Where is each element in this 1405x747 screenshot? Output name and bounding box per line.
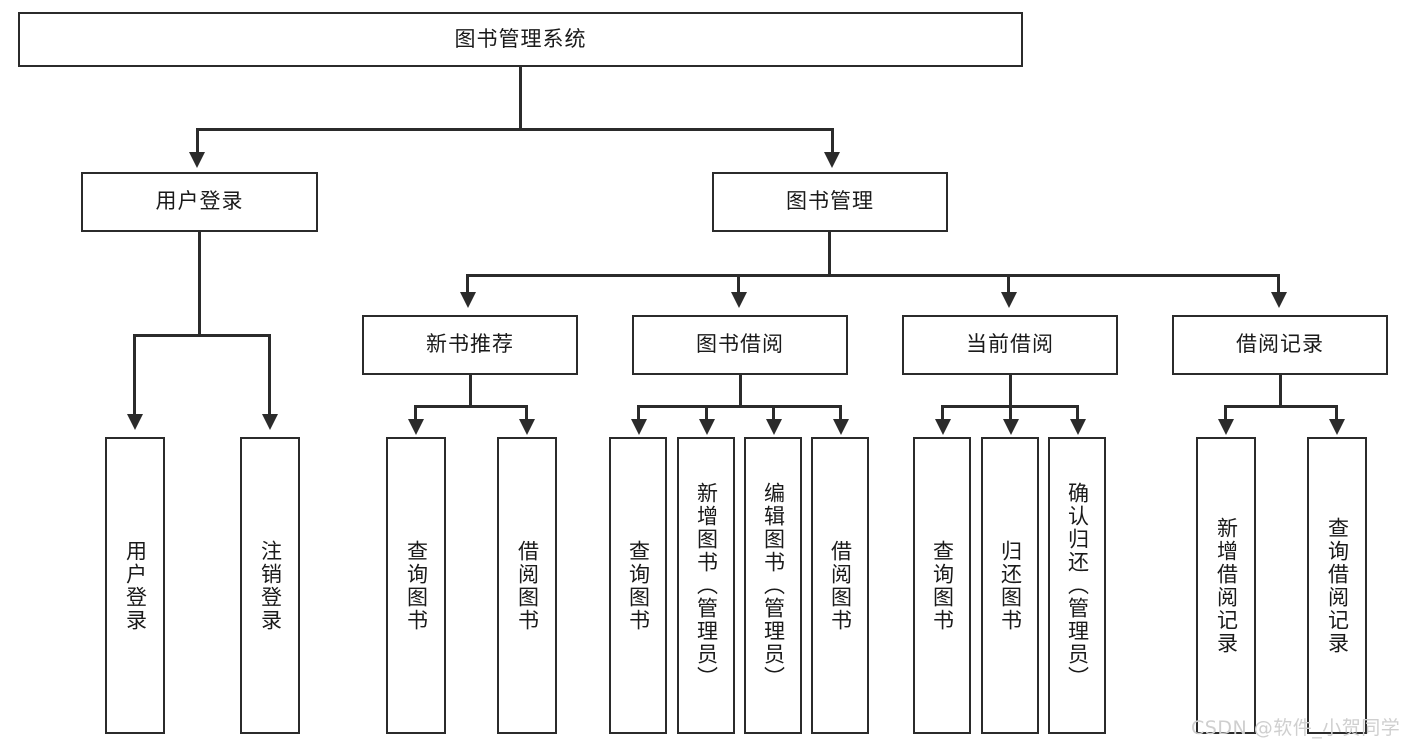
node-label: 新书推荐	[426, 332, 514, 357]
edge-new-book-recommend-stem	[469, 375, 472, 407]
leaf-user-login-2[interactable]: 注销登录	[240, 437, 300, 734]
edge-bb-drop-1	[637, 405, 640, 423]
arrow-nbr-leaf-2	[519, 419, 535, 435]
leaf-book-borrow-4[interactable]: 借阅图书	[811, 437, 869, 734]
arrow-user-login-leaf-2	[262, 414, 278, 430]
edge-root-stem	[519, 67, 522, 130]
node-book-manage[interactable]: 图书管理	[712, 172, 948, 232]
node-label: 注销登录	[258, 539, 283, 632]
leaf-book-borrow-3[interactable]: 编辑图书（管理员）	[744, 437, 802, 734]
edge-book-borrow-stem	[739, 375, 742, 407]
edge-bb-drop-2	[705, 405, 708, 423]
leaf-borrow-record-1[interactable]: 新增借阅记录	[1196, 437, 1256, 734]
edge-nbr-drop-1	[414, 405, 417, 423]
arrow-user-login-leaf-1	[127, 414, 143, 430]
edge-root-to-user-login	[196, 128, 199, 156]
edge-new-book-recommend-bar	[414, 405, 528, 408]
leaf-book-borrow-1[interactable]: 查询图书	[609, 437, 667, 734]
arrow-nbr-leaf-1	[408, 419, 424, 435]
arrow-bb-leaf-2	[699, 419, 715, 435]
arrow-book-manage-child-1	[460, 292, 476, 308]
edge-bb-drop-3	[772, 405, 775, 423]
node-label: 图书管理系统	[454, 26, 587, 51]
node-label: 借阅图书	[828, 539, 853, 632]
edge-user-login-drop-2	[268, 334, 271, 418]
edge-borrow-record-bar	[1224, 405, 1338, 408]
arrow-cb-leaf-3	[1070, 419, 1086, 435]
edge-borrow-record-stem	[1279, 375, 1282, 407]
arrow-cb-leaf-2	[1003, 419, 1019, 435]
arrow-br-leaf-2	[1329, 419, 1345, 435]
edge-user-login-drop-1	[133, 334, 136, 418]
node-label: 新增借阅记录	[1214, 516, 1239, 655]
edge-bb-drop-4	[839, 405, 842, 423]
arrow-book-manage-child-4	[1271, 292, 1287, 308]
node-label: 查询图书	[930, 539, 955, 632]
leaf-borrow-record-2[interactable]: 查询借阅记录	[1307, 437, 1367, 734]
leaf-book-borrow-2[interactable]: 新增图书（管理员）	[677, 437, 735, 734]
arrow-book-manage-child-3	[1001, 292, 1017, 308]
node-book-borrow[interactable]: 图书借阅	[632, 315, 848, 375]
edge-nbr-drop-2	[525, 405, 528, 423]
node-label: 当前借阅	[966, 332, 1054, 357]
node-label: 查询图书	[626, 539, 651, 632]
edge-cb-drop-1	[941, 405, 944, 423]
arrow-bb-leaf-4	[833, 419, 849, 435]
node-user-login[interactable]: 用户登录	[81, 172, 318, 232]
edge-cb-drop-2	[1009, 405, 1012, 423]
node-root-system[interactable]: 图书管理系统	[18, 12, 1023, 67]
node-label: 确认归还（管理员）	[1065, 482, 1090, 689]
leaf-new-book-recommend-1[interactable]: 查询图书	[386, 437, 446, 734]
edge-book-manage-drop-1	[466, 274, 469, 296]
arrow-bb-leaf-1	[631, 419, 647, 435]
edge-book-manage-drop-4	[1277, 274, 1280, 296]
edge-current-borrow-stem	[1009, 375, 1012, 407]
node-label: 用户登录	[155, 189, 244, 214]
node-label: 用户登录	[123, 539, 148, 632]
edge-user-login-stem	[198, 232, 201, 336]
edge-user-login-bar	[133, 334, 270, 337]
leaf-current-borrow-2[interactable]: 归还图书	[981, 437, 1039, 734]
arrow-root-to-user-login	[189, 152, 205, 168]
edge-br-drop-1	[1224, 405, 1227, 423]
arrow-cb-leaf-1	[935, 419, 951, 435]
leaf-user-login-1[interactable]: 用户登录	[105, 437, 165, 734]
watermark-csdn: CSDN @软件_小贺同学	[1191, 717, 1401, 739]
node-label: 借阅图书	[515, 539, 540, 632]
node-label: 图书管理	[786, 189, 874, 214]
edge-book-manage-drop-3	[1007, 274, 1010, 296]
node-borrow-record[interactable]: 借阅记录	[1172, 315, 1388, 375]
edge-book-manage-stem	[828, 232, 831, 276]
node-current-borrow[interactable]: 当前借阅	[902, 315, 1118, 375]
leaf-current-borrow-1[interactable]: 查询图书	[913, 437, 971, 734]
edge-root-bar	[196, 128, 834, 131]
edge-root-to-book-manage	[831, 128, 834, 156]
node-label: 借阅记录	[1236, 332, 1324, 357]
arrow-br-leaf-1	[1218, 419, 1234, 435]
node-new-book-recommend[interactable]: 新书推荐	[362, 315, 578, 375]
arrow-book-manage-child-2	[731, 292, 747, 308]
leaf-new-book-recommend-2[interactable]: 借阅图书	[497, 437, 557, 734]
node-label: 编辑图书（管理员）	[761, 482, 786, 689]
node-label: 新增图书（管理员）	[694, 482, 719, 689]
arrow-root-to-book-manage	[824, 152, 840, 168]
leaf-current-borrow-3[interactable]: 确认归还（管理员）	[1048, 437, 1106, 734]
edge-book-borrow-bar	[637, 405, 841, 408]
node-label: 图书借阅	[696, 332, 784, 357]
edge-book-manage-bar	[466, 274, 1280, 277]
node-label: 查询借阅记录	[1325, 516, 1350, 655]
edge-br-drop-2	[1335, 405, 1338, 423]
edge-book-manage-drop-2	[737, 274, 740, 296]
edge-cb-drop-3	[1076, 405, 1079, 423]
node-label: 查询图书	[404, 539, 429, 632]
arrow-bb-leaf-3	[766, 419, 782, 435]
node-label: 归还图书	[998, 539, 1023, 632]
